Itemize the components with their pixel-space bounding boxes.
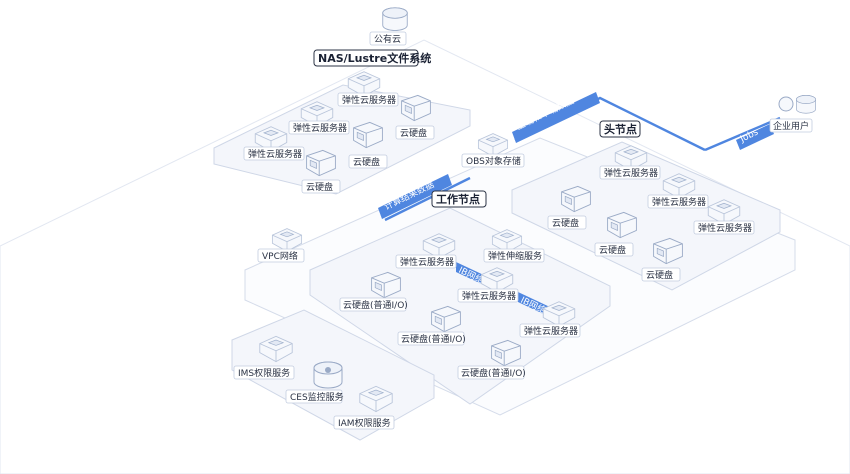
svg-text:工作节点: 工作节点: [436, 192, 480, 206]
work-node-title: 工作节点: [431, 190, 487, 208]
svg-text:头节点: 头节点: [604, 122, 637, 136]
svg-text:弹性云服务器: 弹性云服务器: [524, 325, 578, 337]
ims-node: IMS权限服务: [233, 335, 295, 380]
nas-ecs-2: 弹性云服务器: [288, 101, 350, 135]
head-disk-3: 云硬盘: [641, 237, 683, 282]
work-ecs-2: 弹性云服务器: [457, 267, 519, 303]
svg-text:弹性云服务器: 弹性云服务器: [462, 290, 516, 302]
work-disk-2: 云硬盘(普通I/O): [397, 305, 466, 346]
svg-text:云硬盘(普通I/O): 云硬盘(普通I/O): [401, 333, 466, 345]
svg-text:云硬盘: 云硬盘: [552, 217, 579, 229]
as-service-node: 弹性伸缩服务: [483, 229, 545, 263]
svg-text:IMS权限服务: IMS权限服务: [238, 367, 290, 379]
public-cloud-node: 公有云: [369, 7, 408, 46]
svg-text:OBS对象存储: OBS对象存储: [466, 155, 521, 167]
svg-text:云硬盘(普通I/O): 云硬盘(普通I/O): [343, 299, 408, 311]
svg-text:弹性云服务器: 弹性云服务器: [248, 148, 302, 160]
work-ecs-1: 弹性云服务器: [395, 233, 457, 269]
work-ecs-3: 弹性云服务器: [519, 301, 581, 338]
work-disk-1: 云硬盘(普通I/O): [339, 271, 408, 312]
svg-text:云硬盘: 云硬盘: [400, 127, 427, 139]
nas-ecs-1: 弹性云服务器: [337, 71, 399, 107]
nas-disk-3: 云硬盘: [301, 149, 341, 194]
svg-text:弹性云服务器: 弹性云服务器: [698, 222, 752, 234]
svg-text:云硬盘: 云硬盘: [306, 181, 333, 193]
vpc-node: VPC网络: [257, 228, 305, 263]
head-disk-2: 云硬盘: [594, 211, 637, 257]
svg-text:云硬盘: 云硬盘: [599, 244, 626, 256]
svg-text:弹性云服务器: 弹性云服务器: [400, 256, 454, 268]
head-node-box: [511, 141, 781, 291]
head-node-title: 头节点: [599, 120, 641, 138]
svg-text:NAS/Lustre文件系统: NAS/Lustre文件系统: [318, 51, 431, 65]
svg-text:云硬盘: 云硬盘: [646, 269, 673, 281]
svg-text:企业用户: 企业用户: [773, 120, 809, 132]
svg-text:弹性云服务器: 弹性云服务器: [604, 167, 658, 179]
svg-text:弹性云服务器: 弹性云服务器: [293, 122, 347, 134]
svg-text:弹性云服务器: 弹性云服务器: [652, 196, 706, 208]
nas-disk-2: 云硬盘: [348, 121, 388, 169]
obs-node: OBS对象存储: [461, 133, 525, 168]
nas-title: NAS/Lustre文件系统: [313, 49, 431, 67]
svg-text:云硬盘: 云硬盘: [353, 156, 380, 168]
head-disk-1: 云硬盘: [547, 185, 591, 230]
nas-disk-1: 云硬盘: [395, 94, 435, 140]
iam-node: IAM权限服务: [333, 385, 395, 430]
svg-text:IAM权限服务: IAM权限服务: [338, 417, 391, 429]
svg-text:云硬盘(普通I/O): 云硬盘(普通I/O): [461, 367, 526, 379]
head-ecs-3: 弹性云服务器: [693, 199, 755, 235]
enterprise-user: 企业用户: [769, 95, 816, 133]
svg-text:VPC网络: VPC网络: [262, 250, 298, 262]
svg-text:弹性伸缩服务: 弹性伸缩服务: [488, 250, 542, 262]
jobs-banner: Jobs: [736, 124, 774, 150]
nas-ecs-3: 弹性云服务器: [243, 126, 305, 161]
ces-node: CES监控服务: [285, 361, 344, 404]
head-ecs-1: 弹性云服务器: [599, 145, 661, 180]
svg-text:CES监控服务: CES监控服务: [290, 391, 344, 403]
svg-text:弹性云服务器: 弹性云服务器: [342, 94, 396, 106]
head-ecs-2: 弹性云服务器: [647, 173, 709, 209]
svg-text:公有云: 公有云: [374, 33, 401, 45]
work-disk-3: 云硬盘(普通I/O): [457, 339, 526, 380]
